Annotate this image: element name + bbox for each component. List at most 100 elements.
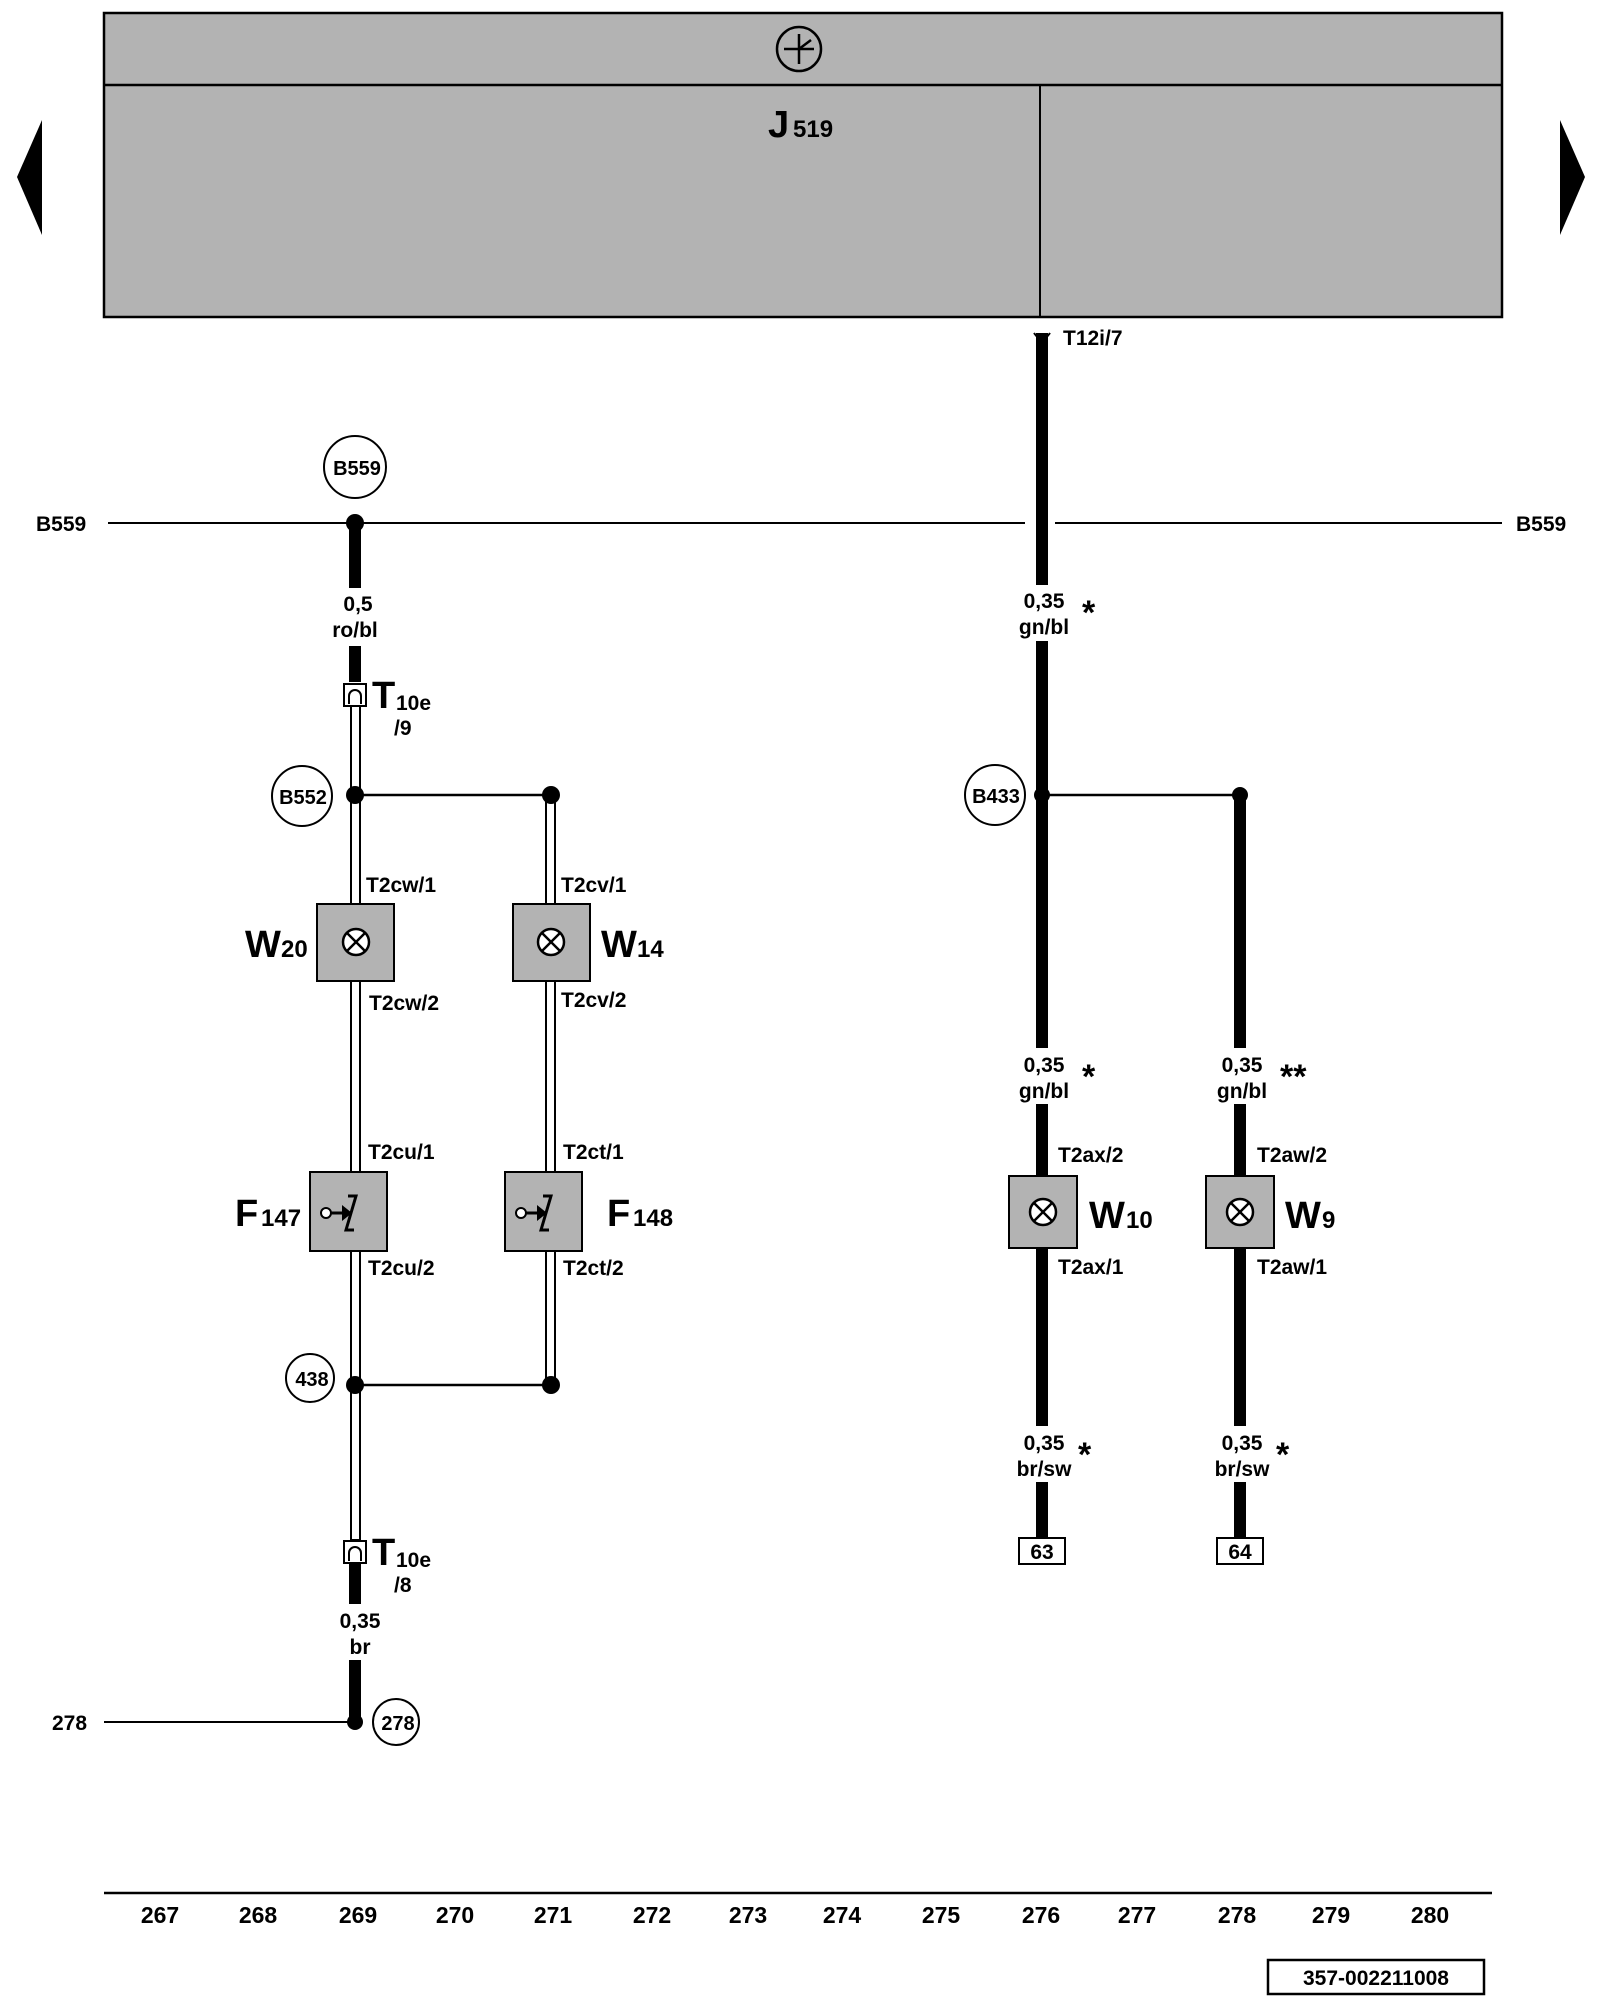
wire-size-left-top: 0,5 (343, 593, 373, 616)
pin-t2cw-2: T2cw/2 (369, 992, 439, 1015)
pin-marker-icon (1033, 332, 1051, 340)
pin-t2cv-2: T2cv/2 (561, 989, 626, 1012)
pin-t2ct-1: T2ct/1 (563, 1141, 624, 1164)
pin-t12i-7: T12i/7 (1063, 327, 1123, 350)
axis-tick-label: 278 (1218, 1902, 1257, 1928)
switch-f147 (309, 1171, 388, 1252)
wire-size-w10-top: 0,35 (1024, 1054, 1065, 1077)
axis-tick-label: 271 (534, 1902, 573, 1928)
footnote-mark-w9-top: ** (1280, 1058, 1307, 1096)
prev-page-arrow-icon[interactable] (17, 120, 42, 235)
wire-color-left-bottom: br (350, 1636, 371, 1659)
lamp-icon (1028, 1197, 1058, 1227)
lamp-w14-letter: W (601, 924, 637, 966)
wire-color-main: gn/bl (1019, 616, 1069, 639)
connector-top-sub: 10e (396, 692, 431, 715)
lamp-w14 (512, 903, 591, 982)
door-contact-switch-icon (320, 1194, 359, 1232)
footnote-mark-w9-bottom: * (1276, 1436, 1290, 1474)
lamp-w10-number: 10 (1126, 1207, 1153, 1234)
axis-tick-label: 274 (823, 1902, 862, 1928)
axis-tick-label: 267 (141, 1902, 179, 1928)
wire-size-w10-bottom: 0,35 (1024, 1432, 1065, 1455)
wire-color-left-top: ro/bl (332, 619, 378, 642)
switch-f148-number: 148 (633, 1205, 673, 1232)
lamp-w20 (316, 903, 395, 982)
next-page-arrow-icon[interactable] (1560, 120, 1585, 235)
connector-bottom-sub: 10e (396, 1549, 431, 1572)
axis-tick-label: 280 (1411, 1902, 1449, 1928)
doc-id: 357-002211008 (1303, 1967, 1449, 1990)
connector-bottom-pin: /8 (394, 1574, 412, 1597)
junction-b433: B433 (972, 786, 1020, 808)
wire-size-main: 0,35 (1024, 590, 1065, 613)
axis-tick-label: 277 (1118, 1902, 1156, 1928)
lamp-w9-letter: W (1285, 1195, 1321, 1237)
pin-t2aw-2: T2aw/2 (1257, 1144, 1327, 1167)
wire-size-w9-bottom: 0,35 (1222, 1432, 1263, 1455)
axis-tick-label: 276 (1022, 1902, 1060, 1928)
pin-t2aw-1: T2aw/1 (1257, 1256, 1327, 1279)
target-box-63[interactable] (1018, 1537, 1066, 1565)
connector-icon (343, 683, 367, 707)
switch-f147-number: 147 (261, 1205, 301, 1232)
axis-tick-label: 273 (729, 1902, 767, 1928)
switch-f147-letter: F (235, 1193, 258, 1235)
bus-label-left: B559 (36, 513, 86, 536)
control-unit-number: 519 (793, 116, 833, 143)
pin-t2cv-1: T2cv/1 (561, 874, 627, 897)
target-63: 63 (1030, 1541, 1053, 1564)
axis-tick-label: 272 (633, 1902, 671, 1928)
ground-connection-icon (775, 25, 823, 73)
wire-color-w10-top: gn/bl (1019, 1080, 1069, 1103)
wire-size-w9-top: 0,35 (1222, 1054, 1263, 1077)
lamp-w14-number: 14 (637, 936, 664, 963)
junction-438: 438 (295, 1369, 328, 1391)
lamp-icon (536, 927, 566, 957)
lamp-w20-letter: W (245, 924, 281, 966)
connector-top-letter: T (372, 675, 395, 717)
pin-t2cu-1: T2cu/1 (368, 1141, 435, 1164)
footnote-mark-w10-top: * (1082, 1058, 1096, 1096)
wire-color-w9-bottom: br/sw (1215, 1458, 1271, 1481)
door-contact-switch-icon (515, 1194, 554, 1232)
pin-t2cu-2: T2cu/2 (368, 1257, 435, 1280)
axis-labels: 267 268 269 270 271 272 273 274 275 276 … (141, 1902, 1449, 1928)
axis-tick-label: 270 (436, 1902, 474, 1928)
lamp-w10 (1008, 1175, 1078, 1249)
junction-b552: B552 (279, 787, 327, 809)
lamp-icon (341, 927, 371, 957)
doc-id-box (1266, 1958, 1486, 1996)
axis-tick-label: 268 (239, 1902, 278, 1928)
control-unit-j519: J 519 (102, 11, 1504, 319)
axis-tick-label: 269 (339, 1902, 377, 1928)
target-64: 64 (1228, 1541, 1252, 1564)
target-box-64[interactable] (1216, 1537, 1264, 1565)
switch-f148 (504, 1171, 583, 1252)
switch-f148-letter: F (607, 1193, 630, 1235)
pin-t2ax-1: T2ax/1 (1058, 1256, 1124, 1279)
wire-color-w9-top: gn/bl (1217, 1080, 1267, 1103)
lamp-w10-letter: W (1089, 1195, 1125, 1237)
ground-ref-278: 278 (381, 1713, 414, 1735)
pin-t2ax-2: T2ax/2 (1058, 1144, 1123, 1167)
wire-size-left-bottom: 0,35 (340, 1610, 381, 1633)
junction-b559: B559 (333, 458, 381, 480)
footnote-mark-w10-bottom: * (1078, 1436, 1092, 1474)
lamp-icon (1225, 1197, 1255, 1227)
ground-line-label: 278 (52, 1712, 87, 1735)
lamp-w9-number: 9 (1322, 1207, 1335, 1234)
axis-tick-label: 279 (1312, 1902, 1350, 1928)
axis-tick-label: 275 (922, 1902, 961, 1928)
connector-icon (343, 1540, 367, 1564)
lamp-w9 (1205, 1175, 1275, 1249)
connector-top-pin: /9 (394, 717, 412, 740)
right-branch-wiring (1034, 333, 1248, 1553)
lamp-w20-number: 20 (281, 936, 308, 963)
footnote-mark-main: * (1082, 594, 1096, 632)
bus-label-right: B559 (1516, 513, 1566, 536)
connector-bottom-letter: T (372, 1532, 395, 1574)
pin-t2ct-2: T2ct/2 (563, 1257, 624, 1280)
control-unit-letter: J (768, 104, 789, 146)
